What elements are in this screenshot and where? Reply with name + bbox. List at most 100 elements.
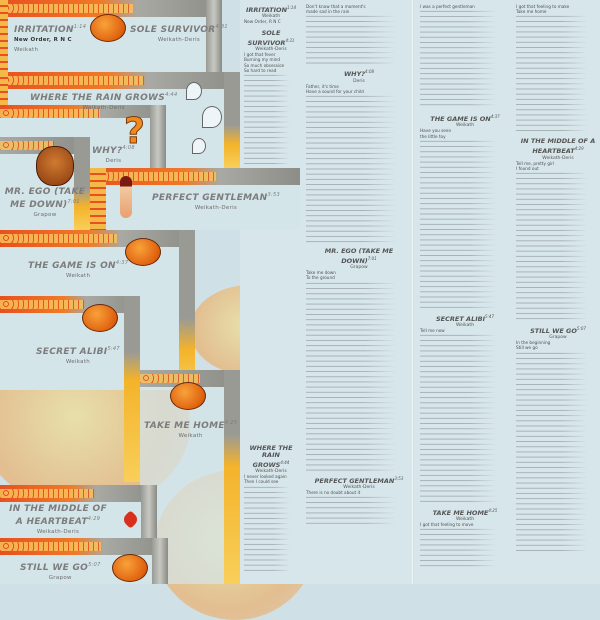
lyric-line: the little toy: [420, 133, 446, 139]
song-credit: Weikath-Deris: [255, 47, 287, 53]
song-duration: 4:44: [280, 460, 290, 465]
pumpkin-icon: [170, 382, 206, 410]
song-title-text: Irritation: [246, 6, 288, 15]
pumpkin-icon: [82, 304, 118, 332]
lyric-line: Father, it's time: [306, 83, 339, 89]
lyric-line: So much obsession: [244, 62, 285, 68]
lyric-line: I found out: [516, 165, 539, 171]
song-credit: Deris: [353, 78, 365, 84]
song-credit: Grapow: [350, 265, 368, 271]
lyrics-section: I was a perfect gentleman: [420, 4, 510, 110]
song-duration: 4:25: [488, 508, 498, 514]
lyric-line: Still we go: [516, 345, 538, 351]
lyric-line: Take me home: [516, 9, 547, 15]
song-credit: Weikath-Deris: [255, 469, 287, 475]
song-title-text: Mr. Ego (Take Me Down): [324, 246, 394, 266]
lyric-text-block: [516, 350, 600, 551]
lyrics-song-title: In the Middle of a Heartbeat4:29: [516, 138, 600, 155]
lyrics-song-title: Secret Alibi5:47: [420, 313, 510, 323]
lyric-line: made sad in the rain: [306, 9, 350, 15]
lyric-text-block: [516, 170, 600, 321]
lyric-text-block: [420, 527, 510, 568]
lyrics-column: I was a perfect gentlemanThe Game Is On4…: [414, 0, 510, 584]
lyric-line: Take me down: [306, 270, 336, 276]
song-title-in-the-middle-of-a-heartbeat: In the Middle of a Heartbeat4:29Weikath-…: [9, 504, 107, 535]
pumpkin-icon: [90, 14, 126, 42]
gentleman-character-icon: [120, 176, 132, 218]
lyric-line: In the beginning: [516, 340, 551, 346]
song-title-text: In the Middle of a Heartbeat: [520, 137, 596, 156]
devil-character-icon: [36, 146, 74, 186]
song-duration: 5:47: [485, 313, 494, 319]
lyrics-song-title: Take Me Home4:25: [420, 507, 510, 517]
lyric-line: Don't know that a moment's: [306, 4, 366, 9]
lyric-line: I never looked again: [244, 474, 287, 480]
song-credit: Weikath-Deris: [343, 484, 375, 490]
song-panel-in-the-middle-of-a-heartbeat: In the Middle of a Heartbeat4:29Weikath-…: [0, 485, 157, 540]
lyric-line: New Order, R N C: [244, 19, 281, 25]
raindrop-icon: [186, 82, 202, 100]
song-title-text: Why?: [343, 70, 366, 79]
lyrics-song-title: Where the Rain Grows4:44: [244, 444, 298, 469]
lyric-text-block: [420, 333, 510, 504]
song-duration: 3:53: [394, 475, 404, 481]
lyric-line: Have a sound for your child: [306, 88, 364, 94]
song-title-text: Sole Survivor: [247, 29, 286, 48]
song-title-text: Take Me Home: [432, 509, 489, 518]
lyric-text-block: [516, 14, 600, 135]
lyric-text-block: [306, 494, 412, 525]
lyric-line: I got that fever: [244, 52, 276, 58]
lyric-line: So hard to read: [244, 67, 277, 73]
song-credit: Weikath: [455, 322, 475, 328]
song-credit: Weikath: [455, 123, 475, 129]
song-title-text: Still We Go: [530, 327, 577, 336]
lyrics-song-title: Why?4:08: [306, 68, 412, 78]
song-duration: 4:29: [574, 146, 584, 152]
lyric-line: There is no doubt about it: [306, 489, 361, 495]
lyric-line: Then I could see: [244, 479, 279, 485]
raindrop-icon: [192, 138, 206, 154]
lyrics-song-title: Irritation1:14: [244, 4, 298, 14]
lyric-line: Tell me, pretty girl: [516, 160, 555, 166]
pumpkin-icon: [125, 238, 161, 266]
lyric-text-block: [244, 484, 298, 575]
song-credit: Grapow: [549, 335, 567, 341]
lyric-text-block: [306, 93, 412, 244]
lyric-line: Burning my mind: [244, 57, 281, 63]
lyrics-song-title: Mr. Ego (Take Me Down)7:01: [306, 246, 412, 266]
song-duration: 1:14: [287, 5, 296, 10]
song-duration: 5:07: [576, 325, 586, 331]
lyric-line: Have you seen: [420, 128, 452, 134]
song-duration: 7:01: [367, 255, 377, 261]
song-duration: 4:37: [490, 114, 500, 120]
song-credit: Weikath-Deris: [542, 155, 574, 161]
song-title-text: The Game Is On: [430, 115, 491, 124]
question-mark-icon: ?: [124, 111, 146, 153]
lyrics-song-title: Sole Survivor4:31: [244, 29, 298, 48]
lyrics-song-title: The Game Is On4:37: [420, 113, 510, 123]
song-duration: 4:08: [365, 69, 375, 75]
